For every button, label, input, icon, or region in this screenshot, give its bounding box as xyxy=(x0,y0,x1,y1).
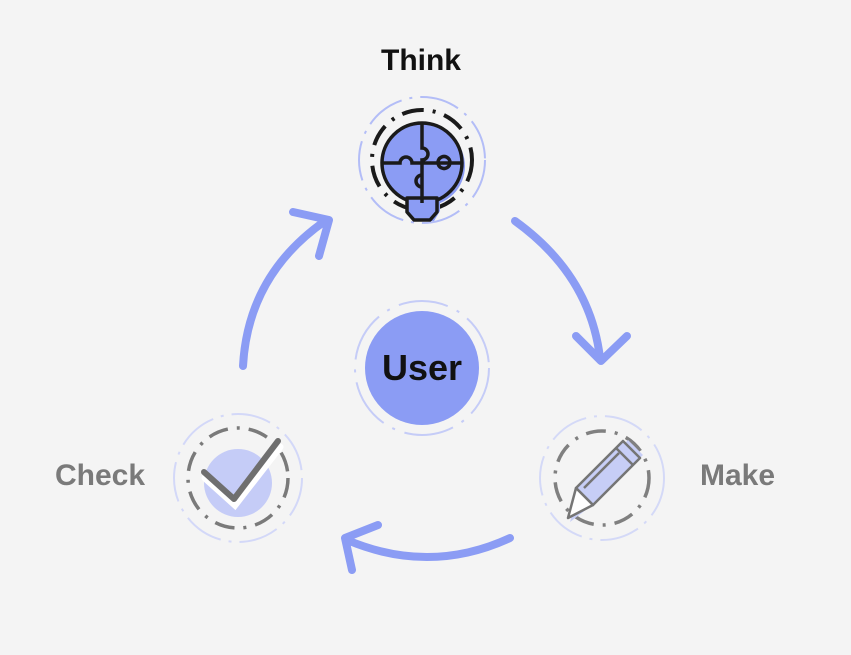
stage-label-check: Check xyxy=(55,459,146,492)
pencil-icon xyxy=(539,415,665,541)
arrow-make-to-check xyxy=(341,521,514,574)
stage-label-think: Think xyxy=(381,44,461,77)
user-node xyxy=(354,300,490,436)
lightbulb-puzzle-icon xyxy=(358,96,486,224)
center-label-user: User xyxy=(381,347,463,388)
checkmark-icon xyxy=(173,413,303,543)
stage-label-make: Make xyxy=(700,459,776,492)
arrow-check-to-think xyxy=(239,208,333,370)
arrow-think-to-make xyxy=(511,217,631,365)
